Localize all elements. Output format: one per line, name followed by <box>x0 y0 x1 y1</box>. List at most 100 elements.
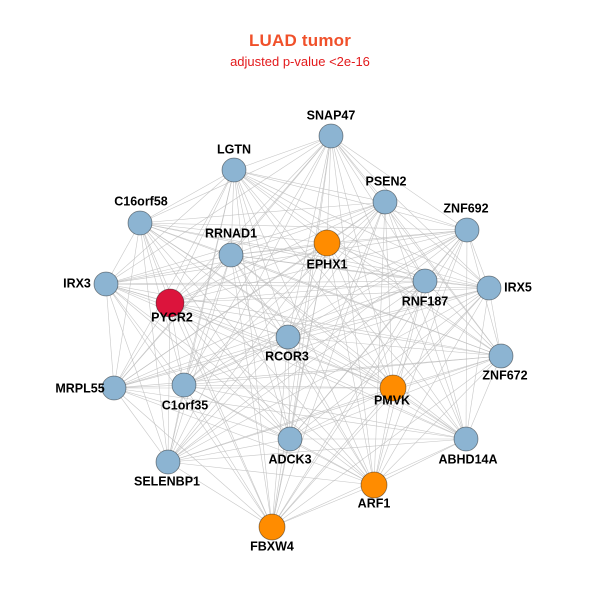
edge-LGTN-RNF187 <box>233 169 426 282</box>
edge-RNF187-ADCK3 <box>289 280 426 440</box>
edge-EPHX1-MRPL55 <box>113 242 328 389</box>
edge-MRPL55-ABHD14A <box>113 387 467 440</box>
edge-LGTN-IRX3 <box>105 169 235 285</box>
edge-RNF187-PMVK <box>392 280 426 389</box>
edge-RNF187-ZNF672 <box>424 280 502 357</box>
node-IRX5 <box>476 275 502 301</box>
edge-LGTN-EPHX1 <box>233 169 328 244</box>
edge-RNF187-ABHD14A <box>424 280 467 440</box>
edge-IRX3-ADCK3 <box>105 283 291 440</box>
edge-PSEN2-ZNF672 <box>384 201 502 357</box>
edge-RNF187-FBXW4 <box>271 280 426 528</box>
node-C1orf35 <box>171 372 197 398</box>
edge-ZNF672-ABHD14A <box>465 355 502 440</box>
figure-title: LUAD tumor <box>248 31 352 50</box>
node-PSEN2 <box>372 189 398 215</box>
edge-PMVK-FBXW4 <box>271 387 394 528</box>
edge-PYCR2-RCOR3 <box>169 302 289 338</box>
edge-LGTN-PSEN2 <box>233 169 386 203</box>
node-ARF1 <box>360 471 388 499</box>
edge-MRPL55-SELENBP1 <box>113 387 169 463</box>
edge-IRX5-ARF1 <box>373 287 490 486</box>
edge-IRX5-RCOR3 <box>287 287 490 338</box>
edge-RCOR3-SELENBP1 <box>167 336 289 463</box>
edge-ZNF672-ARF1 <box>373 355 502 486</box>
edge-PSEN2-ARF1 <box>373 201 386 486</box>
edge-RRNAD1-MRPL55 <box>113 254 232 389</box>
edge-PYCR2-IRX5 <box>169 287 490 304</box>
edge-PYCR2-ARF1 <box>169 302 375 486</box>
edge-SNAP47-C1orf35 <box>183 135 332 386</box>
node-label-SELENBP1: SELENBP1 <box>134 474 200 488</box>
edge-LGTN-ZNF672 <box>233 169 502 357</box>
edge-ZNF692-C1orf35 <box>183 229 468 386</box>
edge-ZNF692-RRNAD1 <box>230 229 468 256</box>
edge-SNAP47-PSEN2 <box>330 135 386 203</box>
edge-PSEN2-C1orf35 <box>183 201 386 386</box>
edge-PSEN2-RCOR3 <box>287 201 386 338</box>
edge-EPHX1-RNF187 <box>326 242 426 282</box>
edge-RCOR3-ARF1 <box>287 336 375 486</box>
edge-PSEN2-PYCR2 <box>169 201 386 304</box>
edge-C1orf35-ZNF672 <box>183 355 502 386</box>
edge-PSEN2-ABHD14A <box>384 201 467 440</box>
edge-IRX5-ADCK3 <box>289 287 490 440</box>
node-label-PSEN2: PSEN2 <box>366 174 407 188</box>
node-C16orf58 <box>127 210 153 236</box>
edge-PSEN2-C16orf58 <box>139 201 386 224</box>
node-ZNF692 <box>454 217 480 243</box>
edge-ZNF692-RCOR3 <box>287 229 468 338</box>
edge-ADCK3-ARF1 <box>289 438 375 486</box>
edge-PMVK-ARF1 <box>373 387 394 486</box>
node-label-ZNF692: ZNF692 <box>443 201 488 215</box>
edge-PMVK-ABHD14A <box>392 387 467 440</box>
edge-C16orf58-MRPL55 <box>113 222 141 389</box>
edge-MRPL55-ARF1 <box>113 387 375 486</box>
edge-EPHX1-PMVK <box>326 242 394 389</box>
edge-PSEN2-RRNAD1 <box>230 201 386 256</box>
node-label-EPHX1: EPHX1 <box>307 257 348 271</box>
node-label-SNAP47: SNAP47 <box>307 108 356 122</box>
edge-C1orf35-SELENBP1 <box>167 384 185 463</box>
edge-LGTN-ZNF692 <box>233 169 468 231</box>
edge-ZNF692-MRPL55 <box>113 229 468 389</box>
edge-SNAP47-IRX3 <box>105 135 332 285</box>
edge-RCOR3-MRPL55 <box>113 336 289 389</box>
edge-PSEN2-IRX5 <box>384 201 490 289</box>
edge-C16orf58-RNF187 <box>139 222 426 282</box>
edge-LGTN-SELENBP1 <box>167 169 235 463</box>
node-label-IRX3: IRX3 <box>63 276 91 290</box>
node-label-IRX5: IRX5 <box>504 280 532 294</box>
edge-RNF187-SELENBP1 <box>167 280 426 463</box>
edge-IRX3-RNF187 <box>105 280 426 285</box>
edge-RCOR3-C1orf35 <box>183 336 289 386</box>
edge-SNAP47-RCOR3 <box>287 135 332 338</box>
node-SELENBP1 <box>155 449 181 475</box>
edge-RNF187-MRPL55 <box>113 280 426 389</box>
edge-RCOR3-FBXW4 <box>271 336 289 528</box>
node-label-RCOR3: RCOR3 <box>265 349 309 363</box>
edge-PMVK-SELENBP1 <box>167 387 394 463</box>
edge-ZNF692-PMVK <box>392 229 468 389</box>
node-PYCR2 <box>155 288 185 318</box>
edge-C1orf35-PMVK <box>183 384 394 389</box>
edge-SNAP47-ADCK3 <box>289 135 332 440</box>
edge-RRNAD1-FBXW4 <box>230 254 273 528</box>
edge-RRNAD1-IRX5 <box>230 254 490 289</box>
node-EPHX1 <box>313 229 341 257</box>
edge-ABHD14A-ARF1 <box>373 438 467 486</box>
edge-C1orf35-FBXW4 <box>183 384 273 528</box>
node-MRPL55 <box>101 375 127 401</box>
edge-EPHX1-C1orf35 <box>183 242 328 386</box>
edge-PSEN2-IRX3 <box>105 201 386 285</box>
node-RCOR3 <box>275 324 301 350</box>
figure-subtitle: adjusted p-value <2e-16 <box>230 54 370 69</box>
edge-EPHX1-IRX5 <box>326 242 490 289</box>
node-IRX3 <box>93 271 119 297</box>
edge-ADCK3-FBXW4 <box>271 438 291 528</box>
edge-LGTN-RRNAD1 <box>230 169 235 256</box>
node-label-ADCK3: ADCK3 <box>268 452 311 466</box>
edge-C16orf58-ZNF672 <box>139 222 502 357</box>
